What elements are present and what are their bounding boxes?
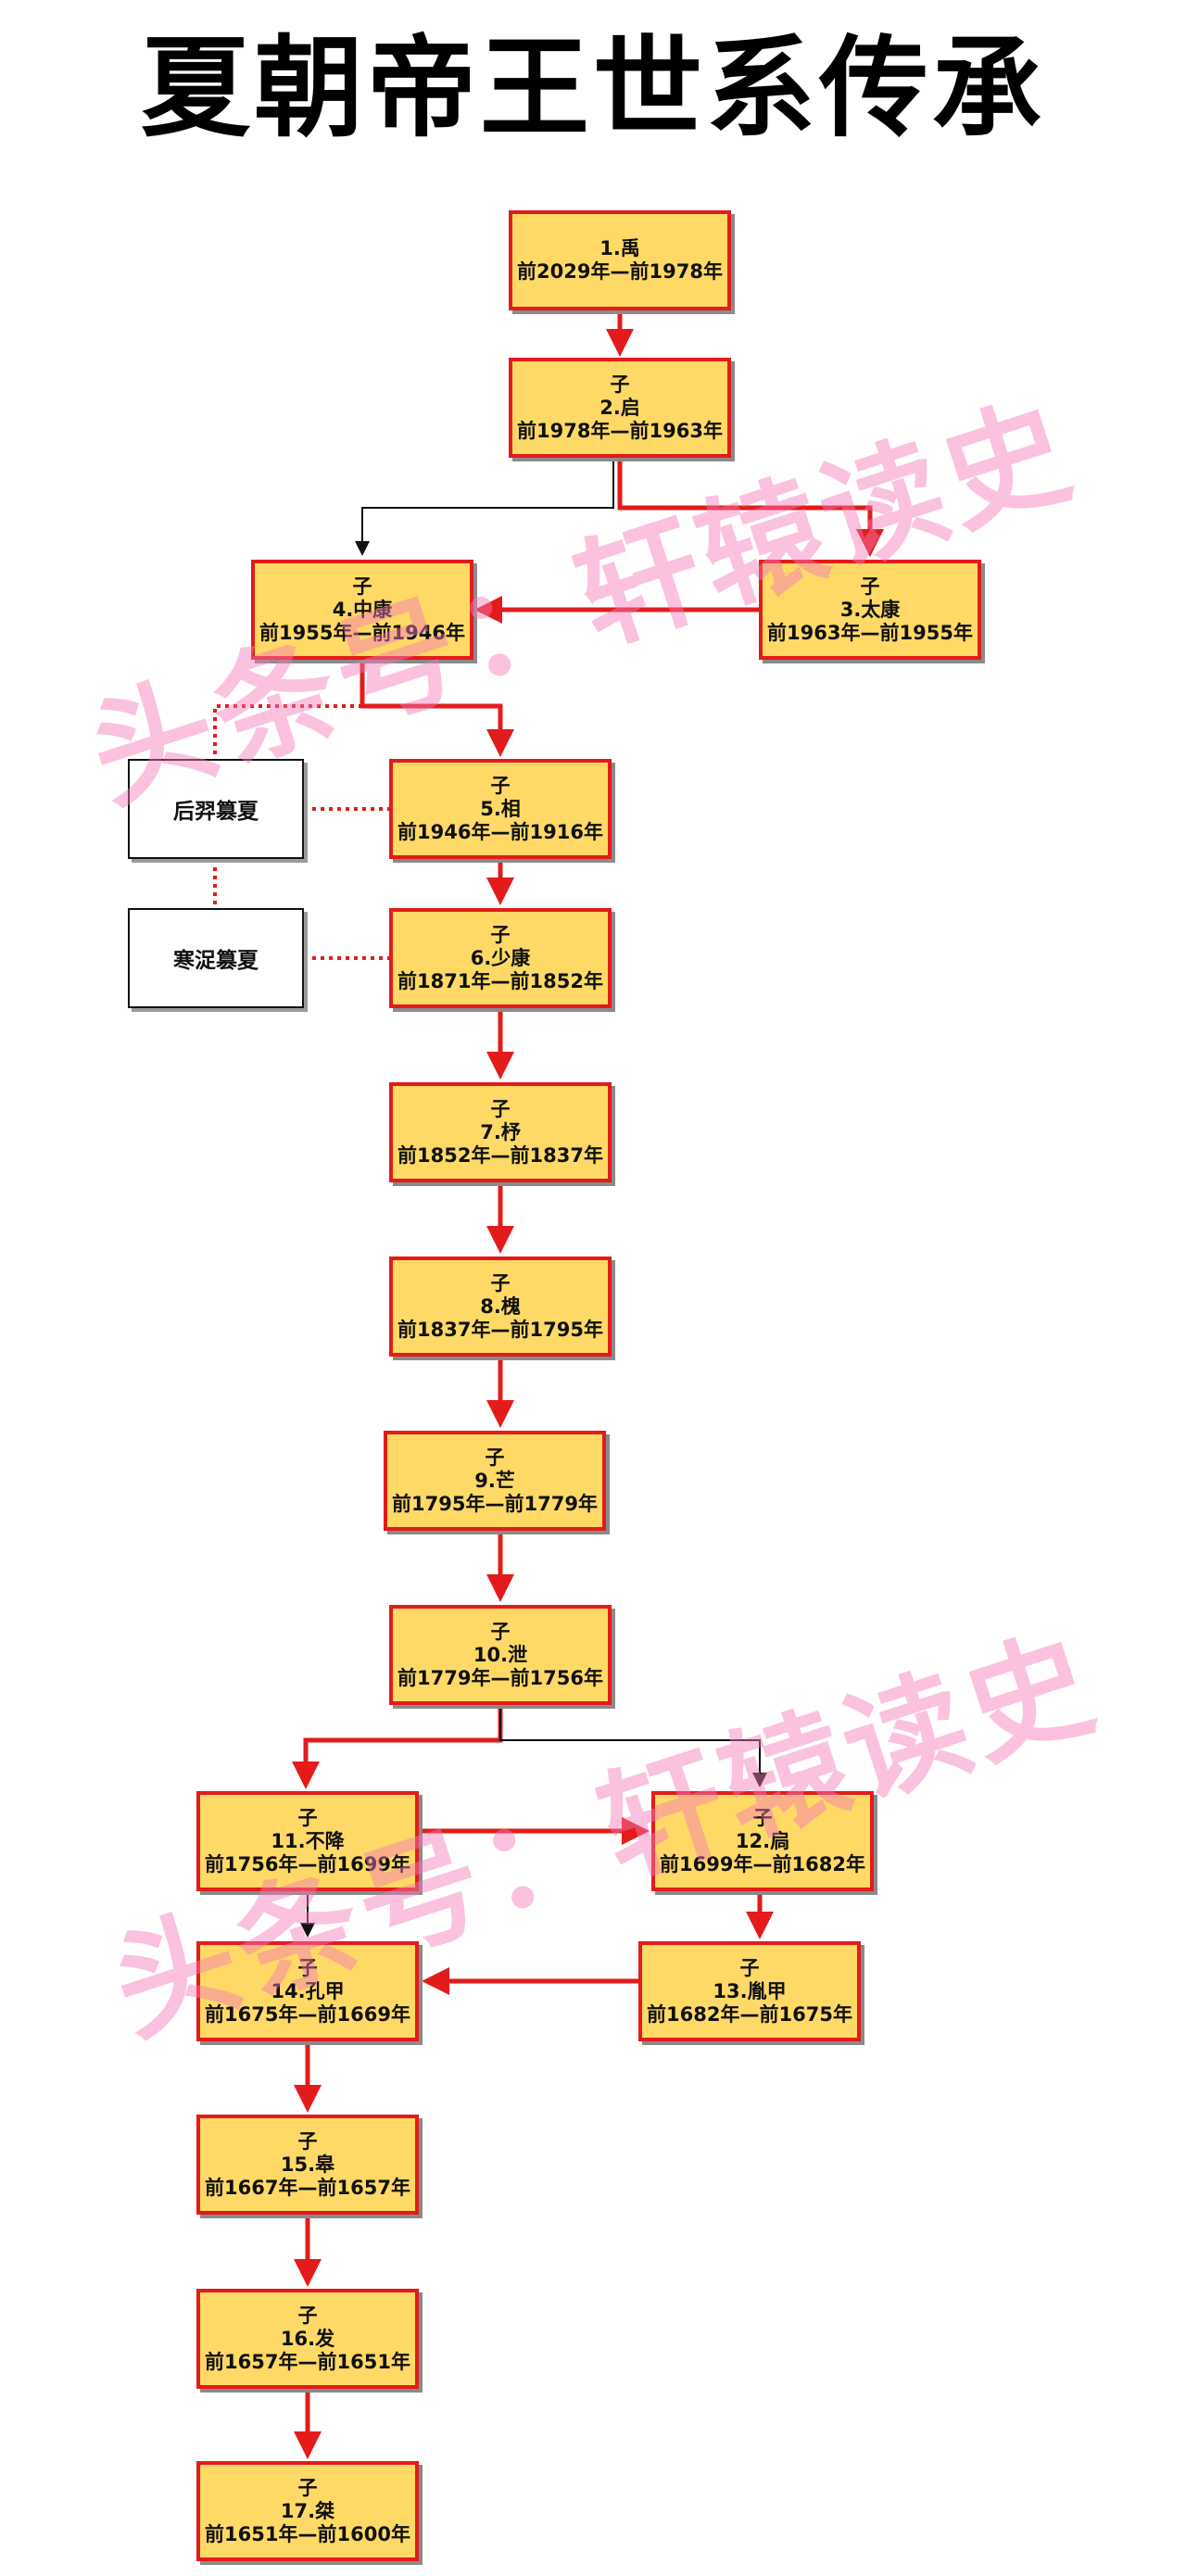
relation-label: 子 (490, 774, 511, 797)
reign-years: 前1779年—前1756年 (397, 1666, 603, 1689)
relation-label: 子 (490, 1271, 511, 1294)
emperor-name: 4.中康 (332, 598, 393, 621)
relation-label: 子 (490, 923, 511, 946)
reign-years: 前1837年—前1795年 (397, 1318, 603, 1341)
relation-label: 子 (752, 1806, 773, 1829)
relation-label: 子 (490, 1620, 511, 1643)
node-emperor-1: 1.禹前2029年—前1978年 (509, 210, 731, 310)
usurpation-label: 后羿篡夏 (173, 800, 259, 824)
chart-title: 夏朝帝王世系传承 (140, 24, 1045, 152)
reign-years: 前1946年—前1916年 (397, 820, 603, 843)
relation-label: 子 (610, 373, 630, 396)
emperor-name: 8.槐 (480, 1294, 521, 1318)
usurp-link-top (213, 704, 362, 759)
relation-label: 子 (739, 1956, 760, 1979)
reign-years: 前1955年—前1946年 (259, 621, 465, 644)
edge-n4-n5 (360, 660, 514, 757)
emperor-name: 2.启 (599, 396, 640, 419)
usurpation-houyi: 后羿篡夏 (128, 759, 304, 859)
emperor-name: 11.不降 (271, 1829, 345, 1852)
emperor-name: 6.少康 (470, 946, 531, 969)
reign-years: 前1657年—前1651年 (205, 2350, 410, 2373)
emperor-name: 5.相 (480, 797, 521, 820)
usurpation-label: 寒浞篡夏 (173, 949, 259, 973)
emperor-name: 16.发 (280, 2327, 335, 2350)
relation-label: 子 (352, 575, 372, 598)
edge-n2-n3 (617, 458, 884, 557)
reign-years: 前1756年—前1699年 (205, 1852, 410, 1875)
reign-years: 前1963年—前1955年 (767, 621, 973, 644)
reign-years: 前1978年—前1963年 (517, 419, 723, 442)
emperor-name: 1.禹 (599, 237, 640, 259)
reign-years: 前1675年—前1669年 (205, 2002, 410, 2026)
edge-n10-n12 (499, 1705, 767, 1787)
relation-label: 子 (297, 1956, 318, 1979)
relation-label: 子 (297, 1806, 318, 1829)
relation-label: 子 (297, 2129, 318, 2153)
reign-years: 前1699年—前1682年 (660, 1852, 865, 1875)
relation-label: 子 (860, 575, 880, 598)
relation-label: 子 (485, 1446, 505, 1469)
emperor-name: 9.芒 (474, 1469, 515, 1492)
reign-years: 前2029年—前1978年 (517, 260, 723, 283)
reign-years: 前1651年—前1600年 (205, 2522, 410, 2545)
reign-years: 前1667年—前1657年 (205, 2176, 410, 2199)
emperor-name: 15.皋 (280, 2153, 335, 2176)
emperor-name: 13.胤甲 (713, 1979, 787, 2002)
reign-years: 前1871年—前1852年 (397, 969, 603, 992)
reign-years: 前1682年—前1675年 (647, 2002, 852, 2026)
edge-n2-n4 (355, 458, 614, 556)
emperor-name: 3.太康 (839, 598, 901, 621)
reign-years: 前1852年—前1837年 (397, 1143, 603, 1167)
usurpation-hanzhuo: 寒浞篡夏 (128, 908, 304, 1008)
relation-label: 子 (490, 1097, 511, 1120)
emperor-name: 17.桀 (280, 2499, 335, 2522)
relation-label: 子 (297, 2476, 318, 2499)
reign-years: 前1795年—前1779年 (392, 1492, 598, 1515)
emperor-name: 14.孔甲 (271, 1979, 345, 2002)
emperor-name: 12.扃 (735, 1829, 790, 1852)
edge-n10-n11 (292, 1705, 503, 1789)
emperor-name: 7.杼 (480, 1120, 521, 1143)
relation-label: 子 (297, 2304, 318, 2327)
emperor-name: 10.泄 (473, 1643, 528, 1666)
